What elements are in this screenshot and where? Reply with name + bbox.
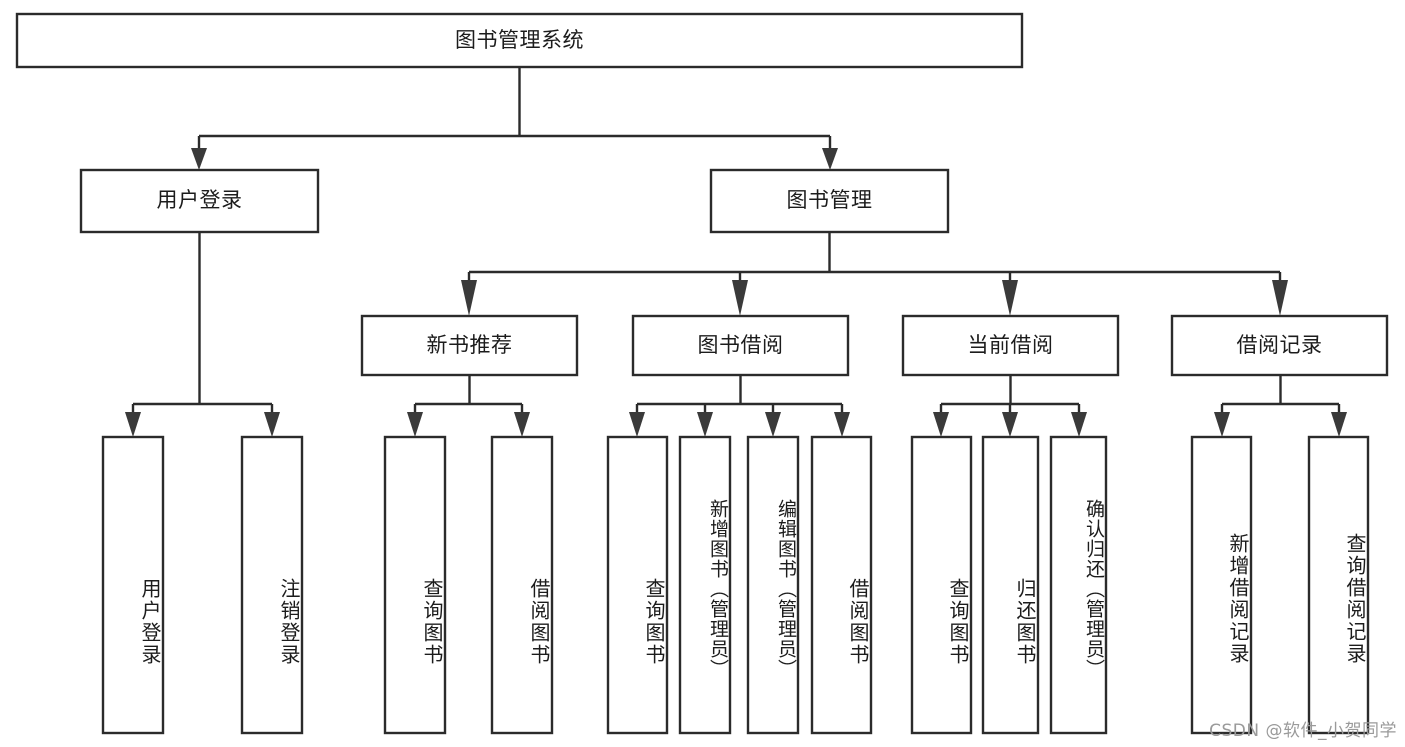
arrowhead-cb-leaf2 xyxy=(1002,412,1018,437)
arrowhead-bb-leaf1 xyxy=(629,412,645,437)
arrowhead-bb-leaf4 xyxy=(834,412,850,437)
node-box-leaf-nbr-query[interactable] xyxy=(383,435,447,735)
arrowhead-bb-leaf3 xyxy=(765,412,781,437)
node-box-user-login[interactable] xyxy=(79,168,320,234)
arrowhead-nbr-leaf2 xyxy=(514,412,530,437)
node-box-leaf-bb-edit[interactable] xyxy=(746,435,800,735)
arrowhead-current-borrow xyxy=(1002,280,1018,316)
node-box-leaf-cb-confirm[interactable] xyxy=(1049,435,1108,735)
node-box-leaf-bb-borrow[interactable] xyxy=(810,435,873,735)
node-box-leaf-logout[interactable] xyxy=(240,435,304,735)
arrowhead-cb-leaf3 xyxy=(1071,412,1087,437)
arrowhead-bb-leaf2 xyxy=(697,412,713,437)
node-box-new-book-recommend[interactable] xyxy=(360,314,579,377)
node-box-leaf-user-login[interactable] xyxy=(101,435,165,735)
node-box-borrow-record[interactable] xyxy=(1170,314,1389,377)
watermark-text: CSDN @软件_小贺同学 xyxy=(1209,721,1397,741)
node-box-leaf-cb-query[interactable] xyxy=(910,435,973,735)
node-box-current-borrow[interactable] xyxy=(901,314,1120,377)
arrowhead-book-borrow xyxy=(732,280,748,316)
node-box-leaf-bb-add[interactable] xyxy=(678,435,732,735)
arrowhead-br-leaf2 xyxy=(1331,412,1347,437)
node-box-leaf-nbr-borrow[interactable] xyxy=(490,435,554,735)
node-box-leaf-bb-query[interactable] xyxy=(606,435,669,735)
arrowhead-leaf-logout xyxy=(264,412,280,437)
node-box-book-manage[interactable] xyxy=(709,168,950,234)
arrowhead-br-leaf1 xyxy=(1214,412,1230,437)
arrowhead-leaf-user-login xyxy=(125,412,141,437)
arrowhead-user-login xyxy=(191,148,207,170)
node-box-book-borrow[interactable] xyxy=(631,314,850,377)
node-box-leaf-br-query[interactable] xyxy=(1307,435,1370,735)
arrowhead-nbr-leaf1 xyxy=(407,412,423,437)
node-box-leaf-cb-return[interactable] xyxy=(981,435,1040,735)
node-box-leaf-br-add[interactable] xyxy=(1190,435,1253,735)
arrowhead-cb-leaf1 xyxy=(933,412,949,437)
node-box-root[interactable] xyxy=(15,12,1024,69)
arrowhead-borrow-record xyxy=(1272,280,1288,316)
arrowhead-book-manage xyxy=(822,148,838,170)
arrowhead-new-book-recommend xyxy=(461,280,477,316)
